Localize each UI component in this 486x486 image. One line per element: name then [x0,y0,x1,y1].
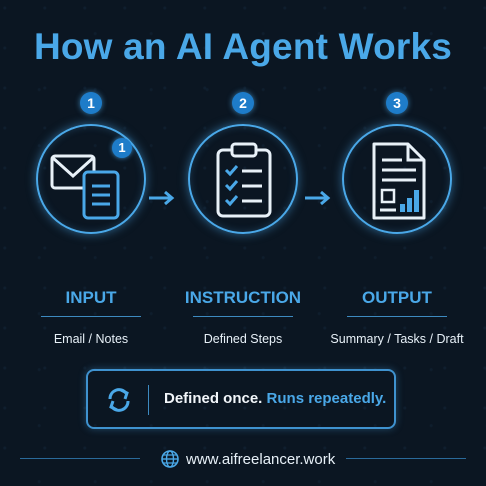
banner-message: Defined once. Runs repeatedly. [164,390,386,407]
notification-badge: 1 [112,138,132,158]
arrow-right-icon [305,190,331,206]
step-label: INSTRUCTION [184,288,302,307]
step-description: Email / Notes [53,332,129,346]
step-number-badge: 2 [232,92,254,114]
globe-icon [161,450,179,468]
step-description: Defined Steps [203,332,283,346]
step-instruction: 2 INSTRUCTION Defined Steps [173,92,313,362]
step-number-badge: 3 [386,92,408,114]
step-icon-circle [342,124,452,234]
banner-separator [148,385,149,415]
step-number-badge: 1 [80,92,102,114]
step-label: INPUT [65,288,117,307]
step-divider [193,316,293,317]
footer-rule-left [20,458,140,459]
step-output: 3 OUTPUT Summary / Tasks / Draft [327,92,467,362]
step-divider [347,316,447,317]
page-title: How an AI Agent Works [33,26,453,67]
sync-icon [108,388,130,412]
clipboard-checklist-icon [216,142,272,218]
email-notes-icon [50,154,120,220]
step-divider [41,316,141,317]
step-icon-circle: 1 [36,124,146,234]
step-input: 1 1 INPUT Email / Notes [21,92,161,362]
step-icon-circle [188,124,298,234]
step-label: OUTPUT [362,288,432,307]
banner-text-accent: Runs repeatedly. [266,390,387,407]
arrow-right-icon [149,190,175,206]
step-description: Summary / Tasks / Draft [330,332,464,346]
summary-banner: Defined once. Runs repeatedly. [86,369,396,429]
footer-url[interactable]: www.aifreelancer.work [186,450,336,468]
footer: www.aifreelancer.work [160,447,335,471]
footer-rule-right [346,458,466,459]
banner-text-plain: Defined once. [164,390,263,407]
document-chart-icon [372,142,426,220]
